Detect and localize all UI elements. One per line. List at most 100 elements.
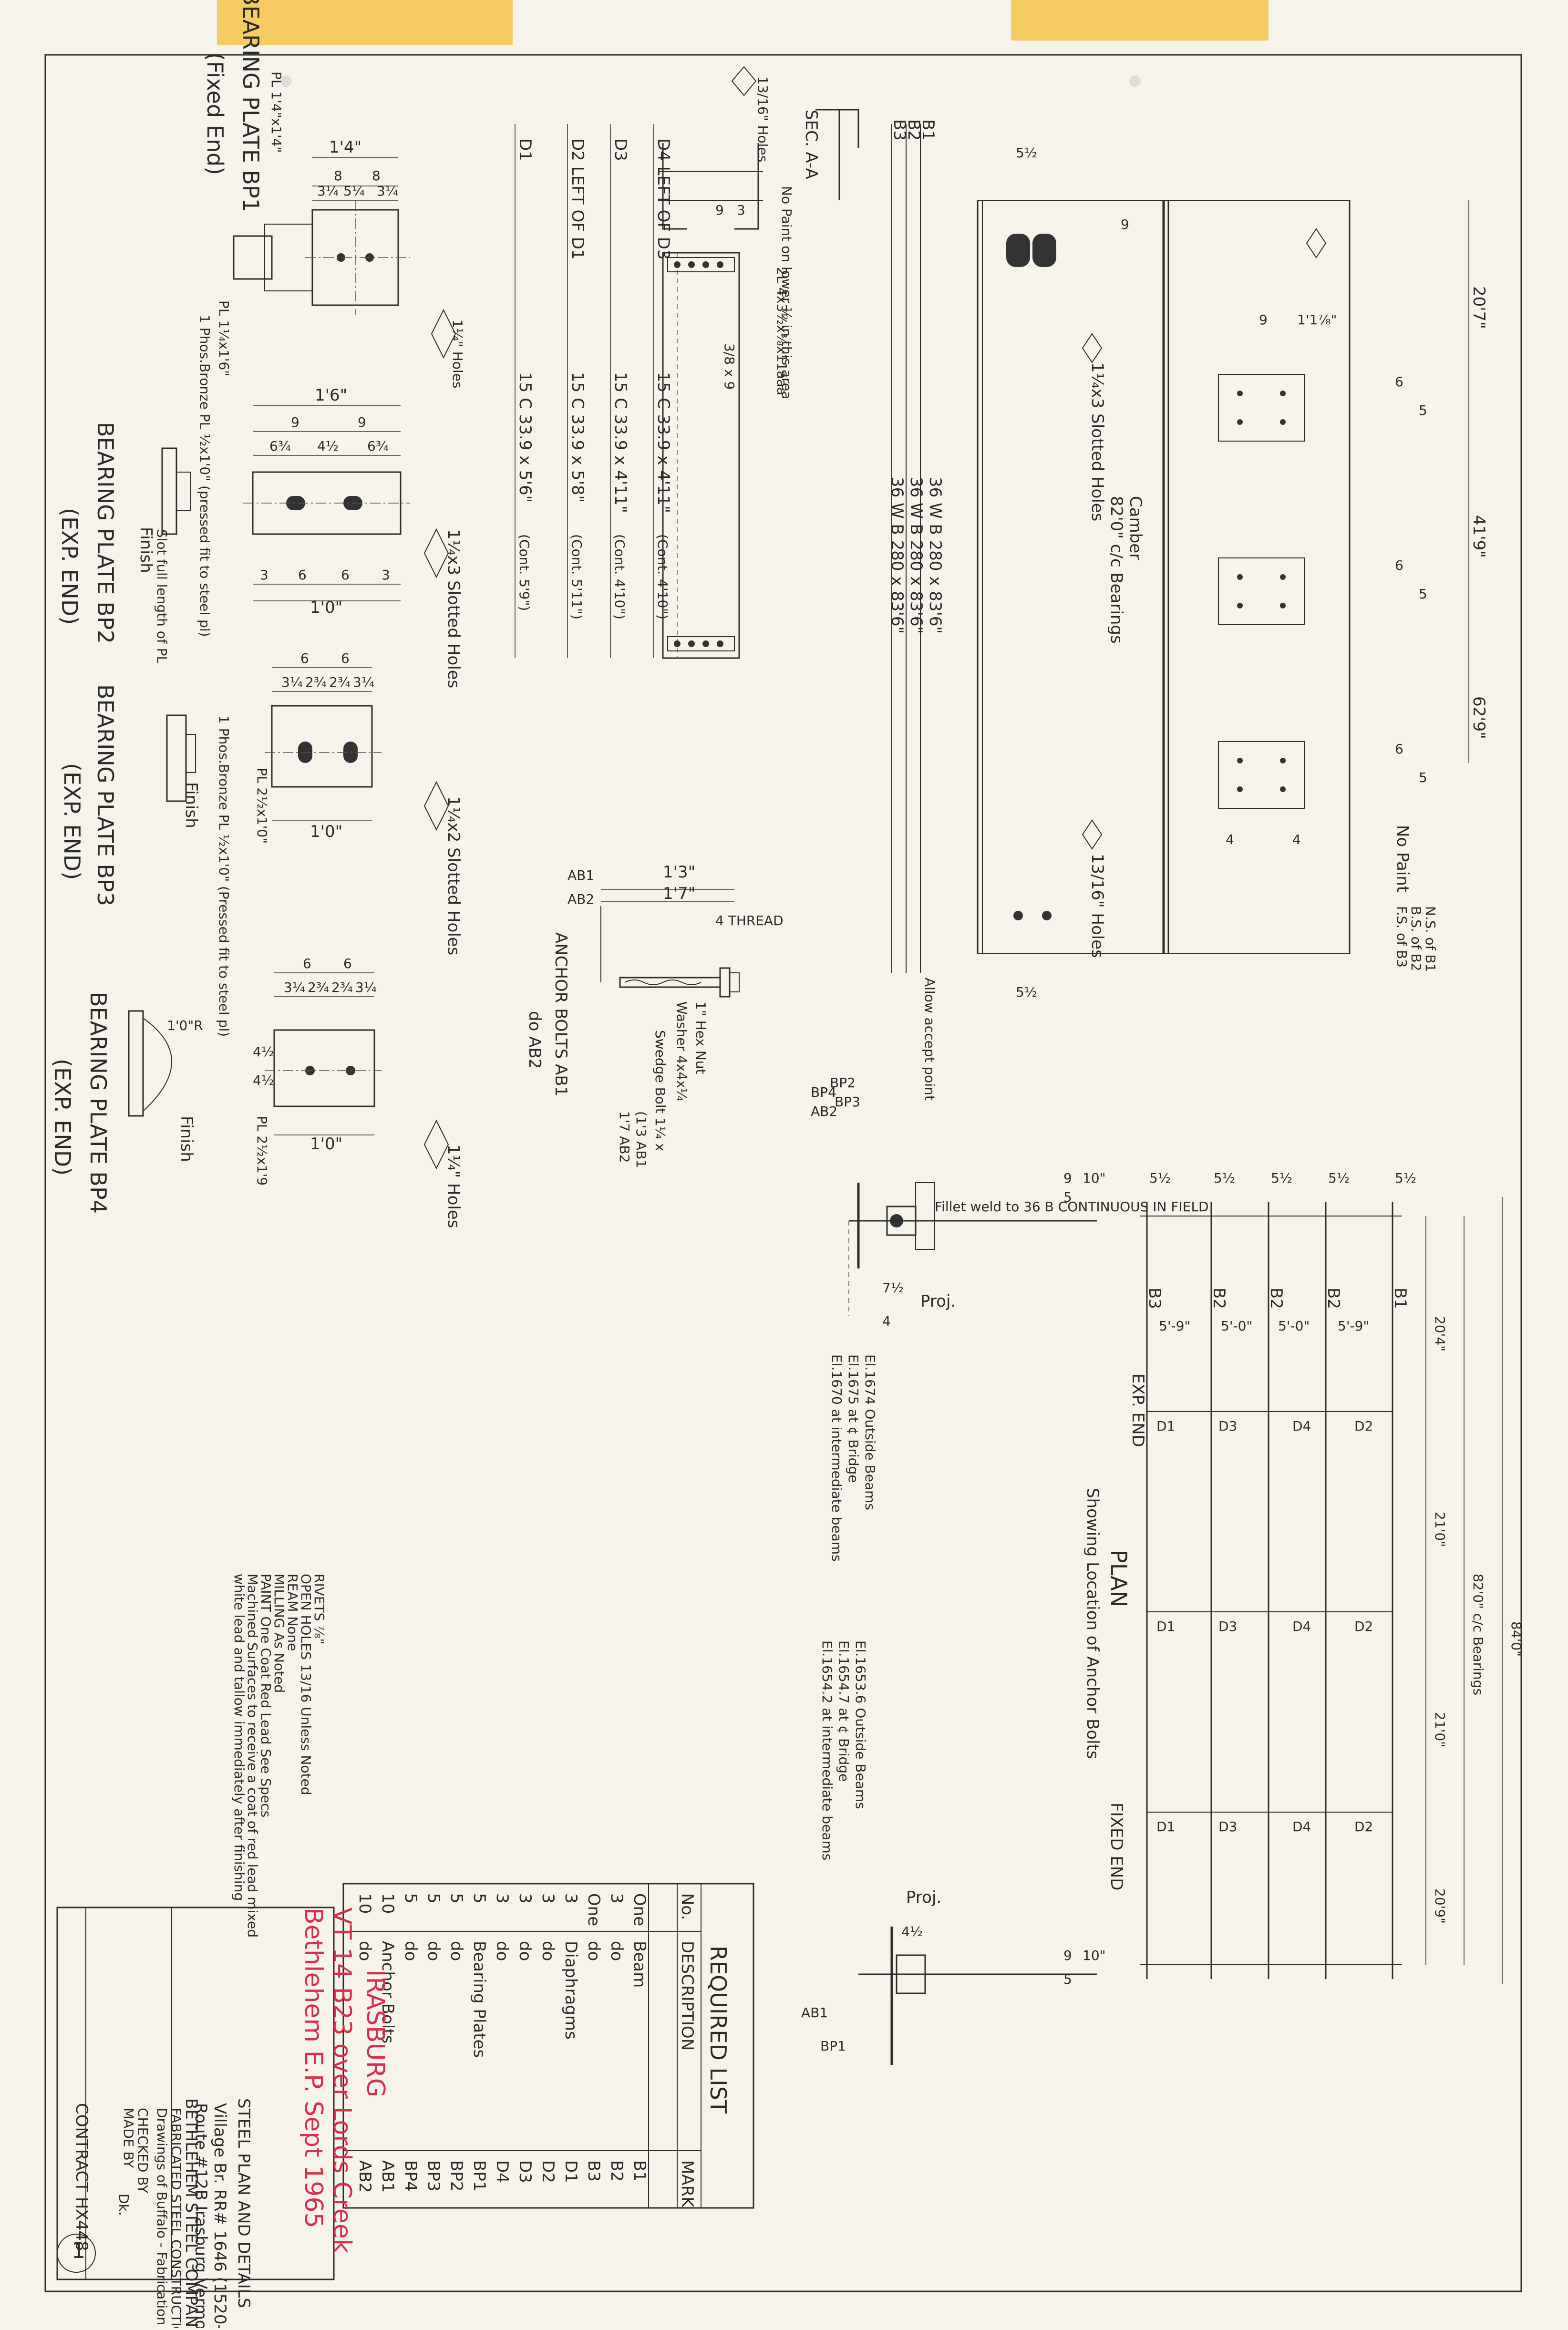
fixed-end-detail: Proj. BP1 AB1 10" 9 5 4½ El.1653.6 Outsi… (801, 1640, 1106, 2065)
red-annotation: IRASBURG VT 14 B23 over Lords Creek Beth… (299, 1907, 390, 2253)
plan-spacing: 5'-0" (1221, 1318, 1252, 1334)
plan-diaphragm: D2 (1354, 1819, 1373, 1835)
drawing-title: STEEL PLAN AND DETAILS (234, 2098, 253, 2308)
required-list-cell: 3 (607, 1893, 626, 1904)
beam-mark: B1 (918, 119, 938, 141)
bp2-title: BEARING PLATE BP2 (93, 422, 118, 644)
bp4-dim: 6 (343, 956, 352, 971)
section-dim: 9 (715, 202, 724, 218)
required-list-cell: 3 (538, 1893, 557, 1904)
section-dim: 3 (737, 202, 745, 218)
plan-diaphragm: D1 (1156, 1619, 1175, 1634)
plan-dim: 21'0" (1432, 1512, 1448, 1547)
anchor-title: do AB2 (525, 1011, 544, 1069)
beam-mark: B2 (904, 119, 923, 141)
bp3-dim: 6 (341, 650, 350, 666)
required-list-cell: BP2 (447, 2160, 466, 2191)
plan-beam: B1 (1391, 1288, 1410, 1309)
plan-diaphragm: D1 (1156, 1819, 1175, 1835)
title-line: Village Br. RR# 1646 (1520-4-F0) (210, 2103, 229, 2328)
required-list-cell: do (493, 1941, 512, 1961)
exp-mark: BP2 (830, 1075, 856, 1091)
sheet-number: 1 (72, 2237, 85, 2263)
bp1-dim: 8 (372, 168, 381, 184)
required-list-rows: OneBeamB13doB2OnedoB33DiaphragmsD13doD23… (355, 1893, 649, 2193)
bp4-dim: 2¾ (331, 979, 353, 995)
beam-dim: 5½ (1016, 984, 1037, 1000)
bp3-dim: 6 (300, 650, 309, 666)
plan-dim: 20'4" (1432, 1316, 1448, 1351)
beam-elevation: B1 B2 B3 36 W B 280 x 83'6" 36 W B 280 x… (887, 119, 1488, 1101)
bp3-finish: Finish (182, 782, 201, 828)
bp4-finish: Finish (177, 1116, 196, 1162)
plan-dim: 21'0" (1432, 1712, 1448, 1747)
bp3-dim: 3¼ (353, 674, 374, 690)
title-note: OPEN HOLES 13/16 Unless Noted (298, 1574, 314, 1795)
elevation-note: El.1675 at ¢ Bridge (846, 1354, 861, 1483)
plan-diaphragm: D1 (1156, 1418, 1175, 1434)
plan-diaphragm: D3 (1218, 1819, 1237, 1835)
exp-mark: BP3 (835, 1094, 860, 1110)
required-list-cell: 3 (493, 1893, 512, 1904)
section-label: SEC. A-A (802, 110, 821, 179)
plan-spacing: 5'-9" (1338, 1318, 1369, 1334)
diaphragm-mark: D2 LEFT OF D1 (568, 138, 587, 260)
required-list-cell: do (607, 1941, 626, 1961)
bp2-dim: 6 (341, 567, 350, 583)
fixed-mark: BP1 (820, 2038, 846, 2054)
exp-mark: AB2 (811, 1103, 837, 1119)
beam-dim: 9 (1121, 217, 1129, 232)
plan-diaphragm: D4 (1292, 1418, 1311, 1434)
required-list-cell: 5 (424, 1893, 443, 1904)
plan-beam: B2 (1209, 1288, 1228, 1309)
anchor-length: 1'7" (663, 884, 695, 903)
checked-by: CHECKED BY (135, 2108, 151, 2194)
beam-dim: 6 (1395, 557, 1403, 573)
projection-label: Proj. (906, 1888, 941, 1907)
beam-dim: 5 (1419, 586, 1427, 602)
title-line: Route #12B Irasburg Vermont (191, 2103, 210, 2328)
exp-mark: BP4 (811, 1084, 836, 1100)
exp-end-detail: BP2 BP3 BP4 AB2 Fillet weld to 36 B CONT… (811, 1075, 1209, 1562)
required-list-cell: 10 (378, 1893, 397, 1914)
bearing-plate-bp4: BEARING PLATE BP4 (EXP. END) 6 6 3¼ 2¾ 2… (50, 956, 463, 1228)
diaphragm-bolts: 3/8 x 9 (722, 343, 737, 390)
title-note: RIVETS ⅞" (311, 1574, 327, 1644)
plan-dim: 82'0" c/c Bearings (1470, 1574, 1486, 1695)
plan-dim: 84'0" (1508, 1621, 1524, 1657)
anchor-length: 1'3" (663, 863, 695, 882)
beam-dim: 4 (1292, 832, 1301, 847)
fixed-dim: 4½ (901, 1924, 923, 1939)
bp4-holes: 1¼" Holes (444, 1144, 463, 1228)
title-line: Drawings of Buffalo - Fabrication at (154, 2108, 170, 2328)
bp1-holes: 1¼" Holes (450, 320, 465, 389)
bearing-plate-bp2: BEARING PLATE BP2 (EXP. END) 1'6" 9 9 6¾… (57, 300, 463, 688)
title-note: white lead and tallow immediately after … (231, 1574, 247, 1901)
bp4-title: BEARING PLATE BP4 (85, 992, 111, 1214)
bp4-dim: 6 (303, 956, 311, 971)
bp1-plate: PL 1'4"x1'4" (268, 72, 284, 153)
plan-dim: 5½ (1214, 1170, 1235, 1186)
beam-dim: 62'9" (1469, 696, 1488, 739)
bp1-title: BEARING PLATE BP1 (238, 0, 264, 212)
required-list-header: No. (678, 1893, 697, 1920)
plan-view: EXP. END FIXED END PLAN Showing Location… (1083, 1170, 1524, 1984)
fixed-mark: AB1 (801, 2005, 828, 2021)
beam-dim: 5½ (1016, 145, 1037, 161)
plan-spacing: 5'-9" (1159, 1318, 1190, 1334)
title-note: PAINT One Coat Red Lead See Specs (258, 1574, 274, 1817)
bp3-dim: 3¼ (281, 674, 303, 690)
bp4-total: 1'0" (310, 1134, 342, 1154)
bp4-dim: 3¼ (355, 979, 377, 995)
bp1-dim: 8 (334, 168, 342, 184)
plan-diaphragm: D4 (1292, 1619, 1311, 1634)
required-list-cell: D2 (538, 2160, 557, 2183)
beam-dim: 5 (1419, 770, 1427, 785)
elevation-note: El.1670 at intermediate beams (829, 1354, 845, 1562)
plan-spacing: 5'-0" (1278, 1318, 1310, 1334)
red-note: IRASBURG (361, 1969, 390, 2097)
bp2-plate: PL 1¼x1'6" (216, 300, 232, 376)
anchor-bolts: AB1 AB2 1'3" 1'7" 4 THREAD 1" Hex Nut Wa… (525, 863, 784, 1168)
bp2-dim: 3 (260, 567, 268, 583)
diaphragm-mark: D1 (516, 138, 535, 161)
